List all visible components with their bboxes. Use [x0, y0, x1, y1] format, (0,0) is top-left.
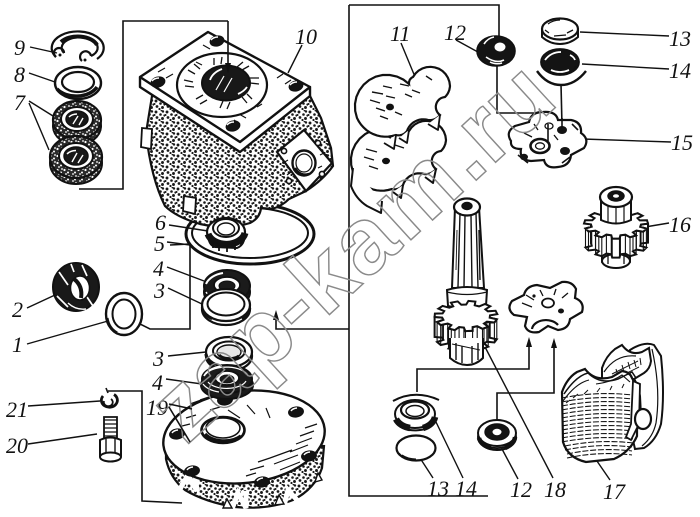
svg-text:1: 1: [12, 332, 23, 357]
svg-text:3: 3: [153, 278, 165, 303]
svg-text:3: 3: [152, 346, 164, 371]
svg-text:15: 15: [671, 130, 693, 155]
svg-text:8: 8: [14, 62, 25, 87]
svg-text:9: 9: [14, 35, 25, 60]
svg-text:4: 4: [153, 256, 164, 281]
svg-text:13: 13: [669, 26, 691, 51]
svg-text:21: 21: [6, 397, 28, 422]
svg-text:12: 12: [444, 20, 466, 45]
svg-text:14: 14: [669, 58, 691, 83]
svg-text:5: 5: [154, 231, 165, 256]
svg-text:2: 2: [12, 297, 23, 322]
svg-text:14: 14: [455, 476, 477, 501]
svg-text:17: 17: [603, 479, 626, 504]
svg-text:18: 18: [544, 477, 566, 502]
svg-text:13: 13: [427, 476, 449, 501]
svg-text:20: 20: [6, 433, 28, 458]
svg-text:4: 4: [152, 370, 163, 395]
svg-text:12: 12: [510, 477, 532, 502]
svg-text:6: 6: [155, 210, 166, 235]
svg-text:10: 10: [295, 24, 317, 49]
svg-text:19: 19: [146, 395, 168, 420]
svg-text:11: 11: [390, 21, 410, 46]
svg-text:16: 16: [669, 212, 691, 237]
svg-text:7: 7: [14, 90, 26, 115]
